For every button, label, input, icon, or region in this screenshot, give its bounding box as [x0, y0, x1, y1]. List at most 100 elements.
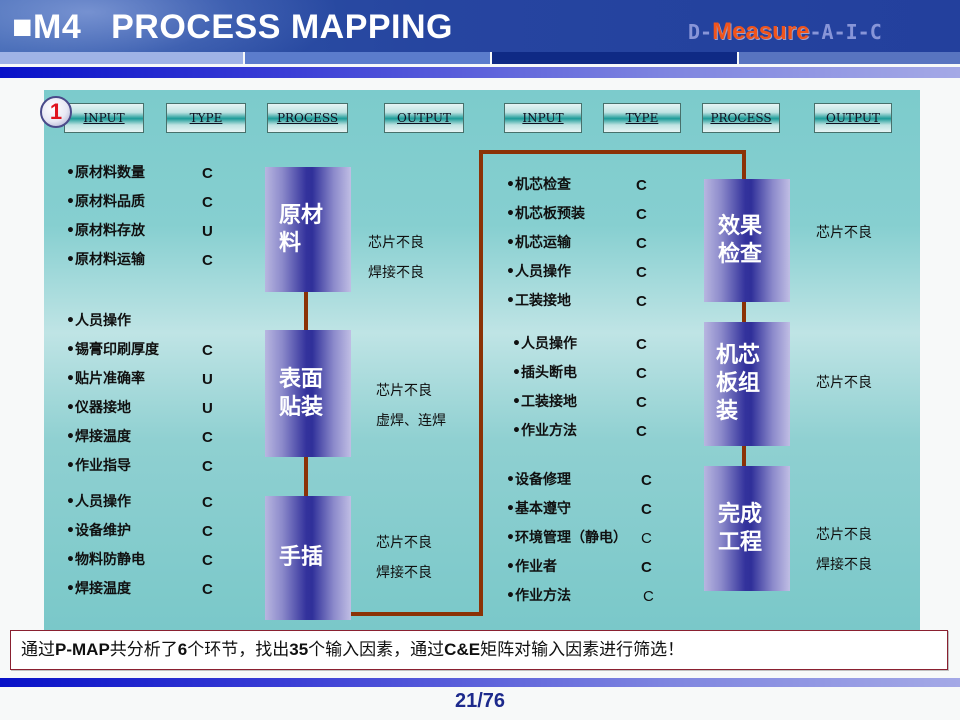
input-type: C — [636, 264, 647, 281]
column-header-type[interactable]: TYPE — [603, 103, 681, 133]
summary-text: 通过 — [21, 640, 55, 660]
summary-text: 个输入因素，通过 — [308, 640, 445, 660]
output-item: 芯片不良 — [376, 535, 432, 551]
phase-prefix: D- — [688, 20, 713, 44]
connector-line — [742, 150, 746, 182]
input-label: •原材料数量 — [66, 165, 145, 181]
column-header-process[interactable]: PROCESS — [267, 103, 348, 133]
summary-bold: 35 — [289, 640, 309, 659]
input-label: •设备维护 — [66, 523, 131, 539]
summary-text: 个环节，找出 — [187, 640, 290, 660]
process-box-completion[interactable]: 完成工程 — [704, 466, 790, 591]
input-type: C — [202, 194, 213, 211]
process-box-effect-check[interactable]: 效果检查 — [704, 179, 790, 302]
header-band — [0, 52, 243, 64]
slide-title: ■M4 PROCESS MAPPING — [12, 8, 453, 46]
output-item: 焊接不良 — [376, 565, 432, 581]
input-type: C — [641, 501, 652, 518]
phase-active: Measure — [712, 18, 810, 45]
process-box-board-assembly[interactable]: 机芯板组装 — [704, 322, 790, 446]
input-label: •焊接温度 — [66, 429, 131, 445]
input-type: C — [202, 252, 213, 269]
column-header-type[interactable]: TYPE — [166, 103, 246, 133]
summary-bold: P-MAP — [55, 640, 110, 659]
summary-callout: 通过P-MAP共分析了6个环节，找出35个输入因素，通过C&E矩阵对输入因素进行… — [10, 630, 948, 670]
process-outputs: 芯片不良 焊接不良 — [376, 528, 432, 588]
column-header-output[interactable]: OUTPUT — [814, 103, 892, 133]
input-row: •人员操作 C — [506, 258, 647, 287]
input-label: •基本遵守 — [506, 501, 571, 517]
process-box-raw-material[interactable]: 原材料 — [265, 167, 351, 292]
input-row: •原材料数量 C — [66, 159, 213, 188]
input-type: U — [202, 223, 213, 240]
process-box-surface-mount[interactable]: 表面贴装 — [265, 330, 351, 457]
output-item: 芯片不良 — [816, 527, 872, 543]
input-label: •机芯运输 — [506, 235, 571, 251]
summary-bold: 6 — [177, 640, 188, 659]
process-box-manual-insertion[interactable]: 手插 — [265, 496, 351, 620]
input-label: •人员操作 — [66, 313, 131, 329]
input-label: •环境管理（静电） — [506, 530, 627, 546]
input-type: C — [202, 429, 213, 446]
header-band — [245, 52, 490, 64]
connector-line — [479, 150, 745, 154]
column-header-output[interactable]: OUTPUT — [384, 103, 464, 133]
input-label: •设备修理 — [506, 472, 571, 488]
input-label: •焊接温度 — [66, 581, 131, 597]
input-row: •环境管理（静电） C — [506, 524, 652, 553]
connector-line — [304, 455, 308, 497]
summary-text: 矩阵对输入因素进行筛选！ — [480, 640, 685, 660]
input-row: •原材料存放 U — [66, 217, 213, 246]
input-type: C — [641, 472, 652, 489]
output-item: 芯片不良 — [816, 225, 872, 241]
input-type: C — [641, 530, 652, 547]
input-type: C — [636, 293, 647, 310]
input-type: C — [202, 342, 213, 359]
output-item: 芯片不良 — [368, 235, 424, 251]
column-header-input[interactable]: INPUT — [504, 103, 582, 133]
header-gradient-bar — [0, 67, 960, 78]
input-type: C — [636, 206, 647, 223]
summary-text: 共分析了 — [109, 640, 178, 660]
input-label: •工装接地 — [512, 394, 577, 410]
connector-line — [304, 290, 308, 332]
input-row: •机芯运输 C — [506, 229, 647, 258]
column-header-process[interactable]: PROCESS — [702, 103, 780, 133]
input-type: C — [636, 235, 647, 252]
input-type: C — [202, 523, 213, 540]
output-item: 芯片不良 — [376, 383, 432, 399]
header-band — [492, 52, 737, 64]
process-outputs: 芯片不良 虚焊、连焊 — [376, 376, 446, 436]
step-number-badge: 1 — [40, 96, 72, 128]
input-type: U — [202, 371, 213, 388]
input-type: C — [643, 588, 654, 605]
column-header-input[interactable]: INPUT — [64, 103, 144, 133]
input-type: C — [202, 165, 213, 182]
process-outputs: 芯片不良 焊接不良 — [368, 228, 424, 288]
input-type: C — [636, 336, 647, 353]
footer-gradient-bar — [0, 678, 960, 687]
input-label: •原材料存放 — [66, 223, 145, 239]
input-row: •人员操作 — [66, 307, 159, 336]
page-number: 21/76 — [454, 690, 506, 712]
summary-bold: C&E — [444, 640, 481, 659]
output-item: 焊接不良 — [816, 557, 872, 573]
input-label: •人员操作 — [506, 264, 571, 280]
input-label: •仪器接地 — [66, 400, 131, 416]
input-type: C — [202, 458, 213, 475]
